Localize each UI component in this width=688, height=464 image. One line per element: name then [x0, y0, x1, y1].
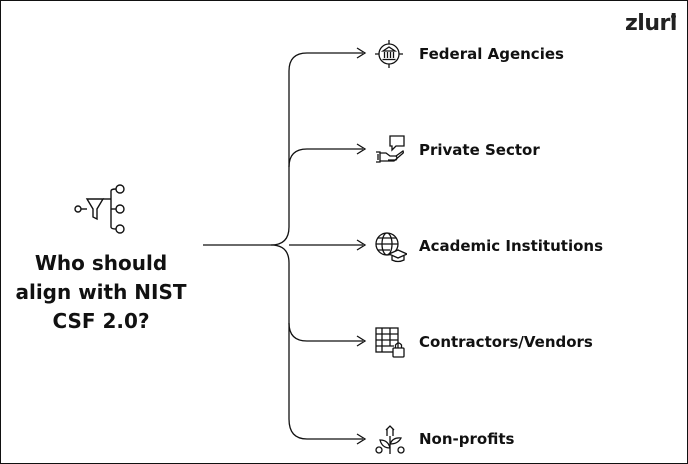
handshake-chat-icon	[376, 135, 405, 163]
globe-graduation-cap-icon	[375, 232, 407, 263]
branch-line-4	[288, 322, 363, 342]
arrowhead-3	[356, 239, 367, 251]
branch-label-private-sector: Private Sector	[419, 141, 540, 159]
plant-growth-icon	[375, 425, 405, 454]
arrowhead-1	[356, 47, 367, 59]
arrowhead-4	[356, 335, 367, 347]
branch-label-non-profits: Non-profits	[419, 430, 515, 448]
zluri-logo: zluri	[625, 11, 677, 36]
funnel-network-icon	[74, 184, 125, 234]
branch-label-academic-institutions: Academic Institutions	[419, 237, 603, 255]
branch-line-5	[270, 244, 363, 440]
bank-target-icon	[375, 40, 403, 68]
central-question: Who should align with NIST CSF 2.0?	[15, 251, 187, 333]
logo-dot	[671, 14, 676, 19]
branch-label-contractors-vendors: Contractors/Vendors	[419, 333, 593, 351]
arrowhead-5	[356, 433, 367, 445]
branch-line-2	[288, 148, 363, 168]
branch-label-federal-agencies: Federal Agencies	[419, 45, 564, 63]
arrowhead-2	[356, 143, 367, 155]
table-lock-icon	[375, 327, 405, 358]
branch-line-1	[270, 52, 363, 246]
